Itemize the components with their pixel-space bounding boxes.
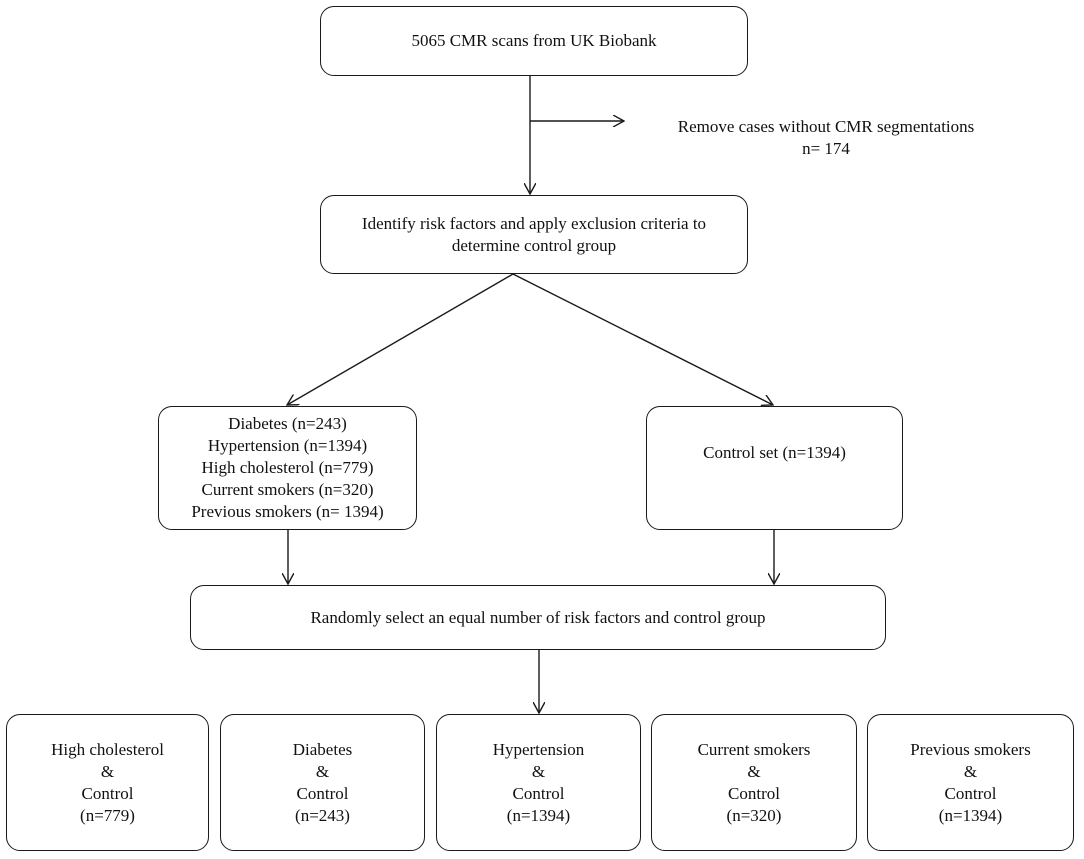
exclusion-label: Remove cases without CMR segmentations bbox=[677, 117, 975, 136]
random-select-box: Randomly select an equal number of risk … bbox=[190, 585, 886, 650]
source-line: 5065 CMR scans from UK Biobank bbox=[411, 31, 657, 50]
outcome-high-cholesterol-control: Control bbox=[81, 783, 134, 803]
outcome-high-cholesterol-box: High cholesterol & Control (n=779) bbox=[6, 714, 209, 851]
outcome-current-smokers-count: (n=320) bbox=[726, 805, 782, 825]
outcome-hypertension-box: Hypertension & Control (n=1394) bbox=[436, 714, 641, 851]
identify-line-2: determine control group bbox=[451, 235, 617, 255]
control-set-label: Control set (n=1394) bbox=[703, 443, 846, 462]
outcome-previous-smokers-title: Previous smokers bbox=[910, 739, 1031, 759]
outcome-diabetes-control: Control bbox=[296, 783, 349, 803]
outcome-diabetes-amp: & bbox=[315, 761, 330, 781]
outcome-current-smokers-title: Current smokers bbox=[697, 739, 811, 759]
risk-factors-box: Diabetes (n=243) Hypertension (n=1394) H… bbox=[158, 406, 417, 530]
arrow-identify-to-control-set bbox=[512, 273, 773, 405]
outcome-previous-smokers-count: (n=1394) bbox=[938, 805, 1003, 825]
outcome-previous-smokers-control: Control bbox=[944, 783, 997, 803]
outcome-previous-smokers-box: Previous smokers & Control (n=1394) bbox=[867, 714, 1074, 851]
arrow-identify-to-risk-factors bbox=[287, 273, 514, 405]
outcome-diabetes-title: Diabetes bbox=[292, 739, 353, 759]
control-set-box: Control set (n=1394) bbox=[646, 406, 903, 530]
outcome-diabetes-count: (n=243) bbox=[295, 805, 350, 825]
outcome-hypertension-title: Hypertension bbox=[492, 739, 585, 759]
outcome-current-smokers-box: Current smokers & Control (n=320) bbox=[651, 714, 857, 851]
outcome-high-cholesterol-title: High cholesterol bbox=[51, 739, 164, 759]
outcome-hypertension-control: Control bbox=[512, 783, 565, 803]
source-box: 5065 CMR scans from UK Biobank bbox=[320, 6, 748, 76]
outcome-hypertension-amp: & bbox=[531, 761, 546, 781]
random-select-label: Randomly select an equal number of risk … bbox=[310, 607, 766, 627]
risk-factor-diabetes: Diabetes (n=243) bbox=[228, 414, 347, 433]
outcome-high-cholesterol-count: (n=779) bbox=[80, 805, 135, 825]
identify-box: Identify risk factors and apply exclusio… bbox=[320, 195, 748, 274]
exclusion-count: n= 174 bbox=[802, 139, 850, 158]
risk-factor-high-cholesterol: High cholesterol (n=779) bbox=[201, 458, 374, 477]
risk-factor-hypertension: Hypertension (n=1394) bbox=[207, 436, 368, 455]
outcome-current-smokers-amp: & bbox=[747, 761, 761, 781]
outcome-high-cholesterol-amp: & bbox=[100, 761, 115, 781]
outcome-current-smokers-control: Control bbox=[728, 783, 780, 803]
risk-factor-current-smokers: Current smokers (n=320) bbox=[201, 480, 374, 499]
outcome-previous-smokers-amp: & bbox=[963, 761, 978, 781]
outcome-hypertension-count: (n=1394) bbox=[506, 805, 571, 825]
outcome-diabetes-box: Diabetes & Control (n=243) bbox=[220, 714, 425, 851]
risk-factor-previous-smokers: Previous smokers (n= 1394) bbox=[191, 502, 384, 521]
exclusion-note: Remove cases without CMR segmentations n… bbox=[636, 116, 1016, 160]
identify-line-1: Identify risk factors and apply exclusio… bbox=[361, 213, 707, 233]
